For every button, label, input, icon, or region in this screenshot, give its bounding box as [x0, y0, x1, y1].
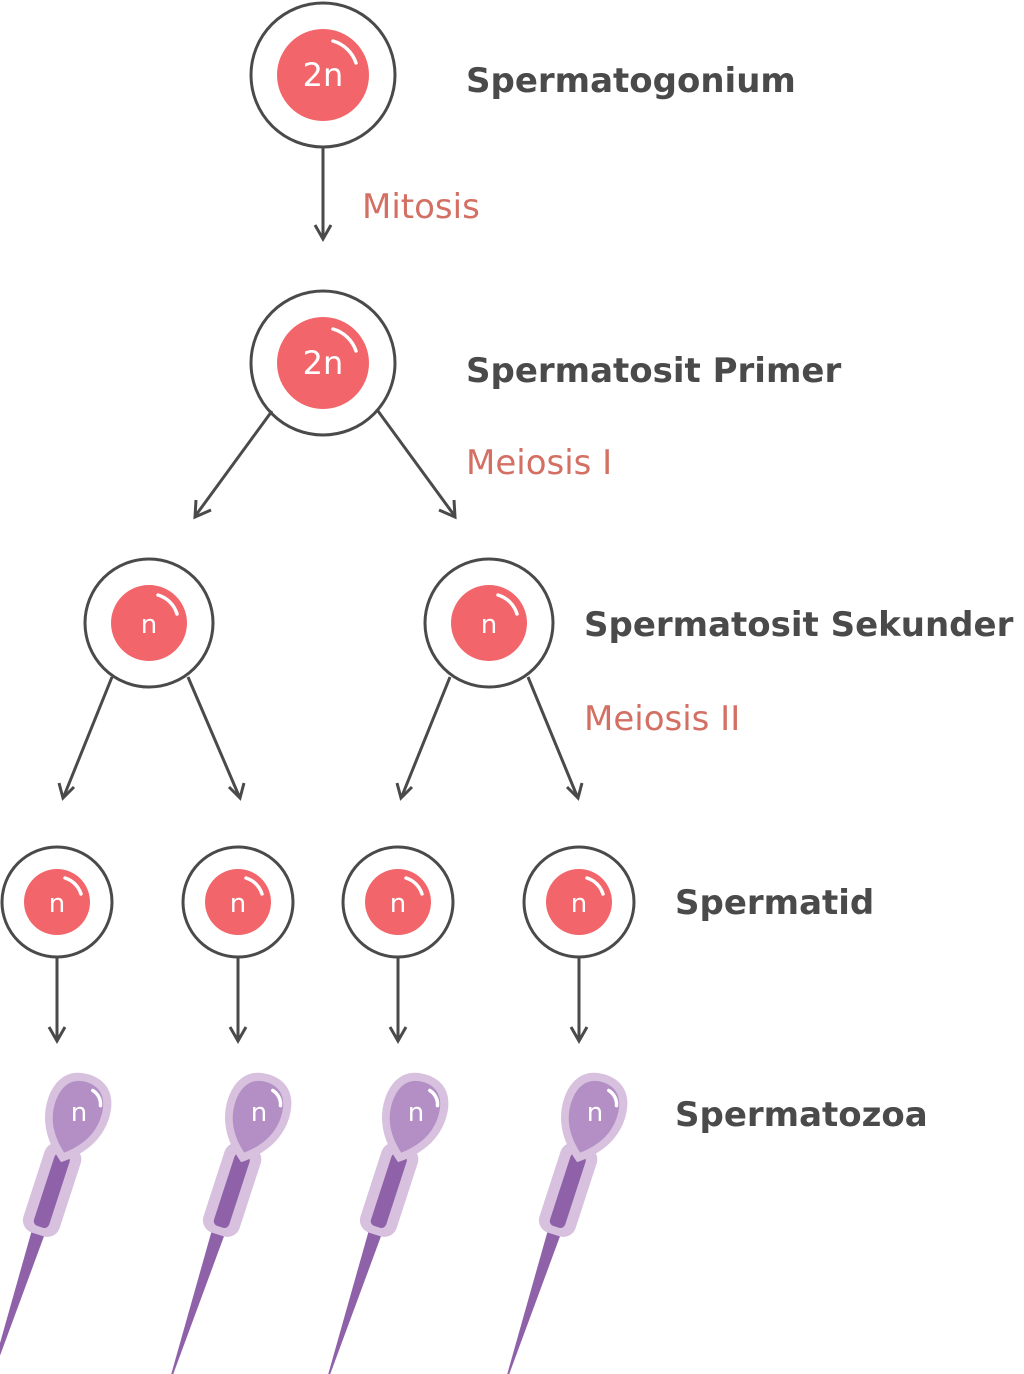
arrow-meiosis1-right — [376, 410, 457, 520]
spermatozoon: n — [164, 1072, 292, 1374]
stage-label-spermatid: Spermatid — [675, 883, 874, 923]
ploidy-label: n — [390, 889, 406, 919]
process-label-mitosis: Mitosis — [362, 187, 480, 227]
ploidy-label: n — [481, 610, 497, 640]
arrow-meiosis1-left — [193, 410, 274, 520]
primary-spermatocyte-cell: 2n — [249, 289, 397, 437]
spermatid-cell: n — [522, 845, 636, 959]
ploidy-label: n — [408, 1098, 424, 1128]
process-label-meiosis2: Meiosis II — [584, 699, 740, 739]
arrow-mitosis — [313, 147, 333, 243]
ploidy-label: n — [71, 1098, 87, 1128]
ploidy-label: n — [571, 889, 587, 919]
ploidy-label: n — [49, 889, 65, 919]
spermatozoon: n — [500, 1072, 628, 1374]
process-label-meiosis1: Meiosis I — [466, 443, 612, 483]
stage-label-spermatogonium: Spermatogonium — [466, 61, 796, 101]
ploidy-label: 2n — [303, 344, 344, 382]
spermatozoon: n — [321, 1072, 449, 1374]
ploidy-label: n — [251, 1098, 267, 1128]
ploidy-label: 2n — [303, 56, 344, 94]
arrow-meiosis2 — [57, 676, 584, 801]
ploidy-label: n — [230, 889, 246, 919]
secondary-spermatocyte-cell: n — [83, 557, 215, 689]
stage-label-spermatozoa: Spermatozoa — [675, 1095, 928, 1135]
spermatid-cell: n — [181, 845, 295, 959]
ploidy-label: n — [587, 1098, 603, 1128]
spermatid-cell: n — [341, 845, 455, 959]
stage-label-primary: Spermatosit Primer — [466, 351, 841, 391]
spermatogonium-cell: 2n — [249, 1, 397, 149]
spermatid-cell: n — [0, 845, 114, 959]
stage-label-secondary: Spermatosit Sekunder — [584, 605, 1014, 645]
arrow-differentiation — [47, 957, 589, 1045]
secondary-spermatocyte-cell: n — [423, 557, 555, 689]
spermatozoon: n — [0, 1072, 112, 1374]
ploidy-label: n — [141, 610, 157, 640]
